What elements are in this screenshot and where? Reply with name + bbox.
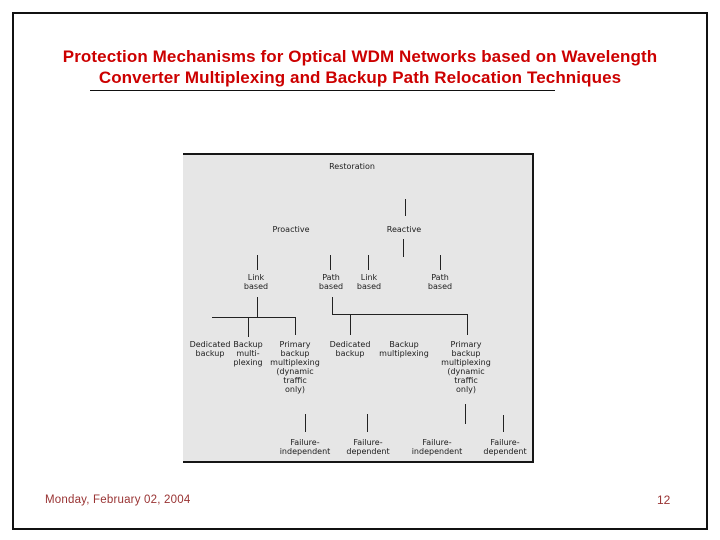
node-proactive: Proactive <box>272 225 310 234</box>
node-primary-backup-multiplexing-right: Primary backup multiplexing (dynamic tra… <box>441 340 491 394</box>
connector-above-faildep1 <box>367 414 368 432</box>
title-underline <box>90 90 555 91</box>
page-number: 12 <box>657 493 671 507</box>
connector-below-reactive <box>403 239 404 257</box>
node-path-based-proactive: Path based <box>318 273 344 291</box>
connector-below-link1 <box>257 297 258 317</box>
slide-frame: Protection Mechanisms for Optical WDM Ne… <box>12 12 708 530</box>
connector-left-group-bar <box>212 317 295 318</box>
connector-to-primarymux1 <box>295 317 296 335</box>
node-failure-independent-2: Failure- independent <box>411 438 463 456</box>
connector-above-link2 <box>368 255 369 270</box>
connector-above-path1 <box>330 255 331 270</box>
connector-to-primarymux2 <box>467 314 468 335</box>
connector-right-group-bar <box>332 314 467 315</box>
node-primary-backup-multiplexing-left: Primary backup multiplexing (dynamic tra… <box>270 340 320 394</box>
connector-to-backupmux1 <box>248 317 249 337</box>
restoration-taxonomy-diagram: Restoration Proactive Reactive Link base… <box>183 153 534 463</box>
connector-to-dedicated2 <box>350 314 351 335</box>
connector-above-link1 <box>257 255 258 270</box>
connector-below-path1 <box>332 297 333 314</box>
slide-title: Protection Mechanisms for Optical WDM Ne… <box>62 47 658 87</box>
node-link-based-reactive: Link based <box>356 273 382 291</box>
node-reactive: Reactive <box>386 225 422 234</box>
node-backup-multiplexing-right: Backup multiplexing <box>379 340 429 358</box>
node-dedicated-backup-left: Dedicated backup <box>189 340 231 358</box>
connector-above-faildep2 <box>503 415 504 432</box>
connector-root-to-reactive <box>405 199 406 216</box>
node-link-based-proactive: Link based <box>243 273 269 291</box>
node-backup-multiplexing-left: Backup multi- plexing <box>233 340 263 367</box>
node-failure-dependent-2: Failure- dependent <box>483 438 527 456</box>
node-dedicated-backup-right: Dedicated backup <box>329 340 371 358</box>
connector-above-failind2 <box>465 404 466 424</box>
node-failure-independent-1: Failure- independent <box>279 438 331 456</box>
node-failure-dependent-1: Failure- dependent <box>346 438 390 456</box>
node-restoration: Restoration <box>329 162 375 171</box>
footer-date: Monday, February 02, 2004 <box>45 494 191 506</box>
connector-above-failind1 <box>305 414 306 432</box>
node-path-based-reactive: Path based <box>427 273 453 291</box>
connector-above-path2 <box>440 255 441 270</box>
